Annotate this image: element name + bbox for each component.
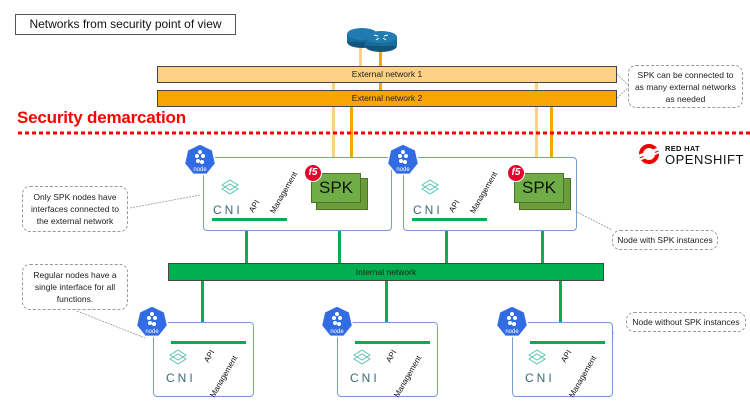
spk1-link-ext1 — [332, 83, 335, 178]
spk1-internal-link — [338, 205, 341, 264]
f5-logo: f5 — [304, 164, 322, 182]
callout-without-spk: Node without SPK instances — [626, 312, 746, 332]
callout-with-spk: Node with SPK instances — [612, 230, 718, 250]
node1-internal-link — [245, 217, 248, 264]
cni-label: CNI — [525, 371, 555, 385]
node2-internal-link — [445, 217, 448, 264]
node-badge-icon: node — [320, 305, 354, 338]
node-badge-label: node — [330, 329, 344, 335]
pointer-ext2 — [616, 87, 629, 99]
cni-label: CNI — [350, 371, 380, 385]
openshift-logo: RED HAT OPENSHIFT — [637, 142, 747, 168]
internal-network: Internal network — [168, 263, 604, 281]
node-badge-label: node — [193, 167, 207, 173]
callout-only-spk: Only SPK nodes have interfaces connected… — [22, 186, 128, 232]
cni-label: CNI — [413, 203, 443, 217]
node-badge-icon: node — [135, 305, 169, 338]
cni-label: CNI — [213, 203, 243, 217]
external-network-2: External network 2 — [157, 90, 617, 107]
callout-spk-external: SPK can be connected to as many external… — [628, 65, 743, 108]
spk2-link-ext2 — [550, 107, 553, 178]
diagram-title: Networks from security point of view — [15, 14, 236, 35]
regular3-internal-link — [559, 281, 562, 343]
cni-label: CNI — [166, 371, 196, 385]
openshift-icon — [638, 144, 660, 164]
spk-instance: SPK — [311, 173, 361, 203]
node-interface-bar — [171, 341, 246, 344]
openshift-brand-top: RED HAT — [665, 144, 700, 153]
node-badge-label: node — [145, 329, 159, 335]
regular1-internal-link — [201, 281, 204, 343]
spk1-link-ext2 — [350, 107, 353, 178]
node-badge-icon: node — [386, 143, 420, 176]
external-network-1: External network 1 — [157, 66, 617, 83]
node-badge-icon: node — [495, 305, 529, 338]
router-link-ext1 — [359, 48, 362, 68]
node-badge-icon: node — [183, 143, 217, 176]
pointer-ext1 — [616, 73, 629, 86]
node-badge-label: node — [505, 329, 519, 335]
pointer-with-spk — [576, 211, 613, 231]
spk2-link-ext1 — [535, 83, 538, 178]
security-demarcation-label: Security demarcation — [17, 108, 186, 127]
node-interface-bar — [355, 341, 430, 344]
openshift-brand-bottom: OPENSHIFT — [665, 152, 744, 167]
pointer-only-spk — [129, 194, 201, 209]
pointer-regular — [76, 310, 146, 339]
node-badge-label: node — [396, 167, 410, 173]
spk2-internal-link — [541, 205, 544, 264]
callout-regular: Regular nodes have a single interface fo… — [22, 264, 128, 310]
node-interface-bar — [530, 341, 605, 344]
f5-logo: f5 — [507, 164, 525, 182]
node-interface-bar — [412, 218, 487, 221]
regular2-internal-link — [385, 281, 388, 343]
node-interface-bar — [212, 218, 287, 221]
